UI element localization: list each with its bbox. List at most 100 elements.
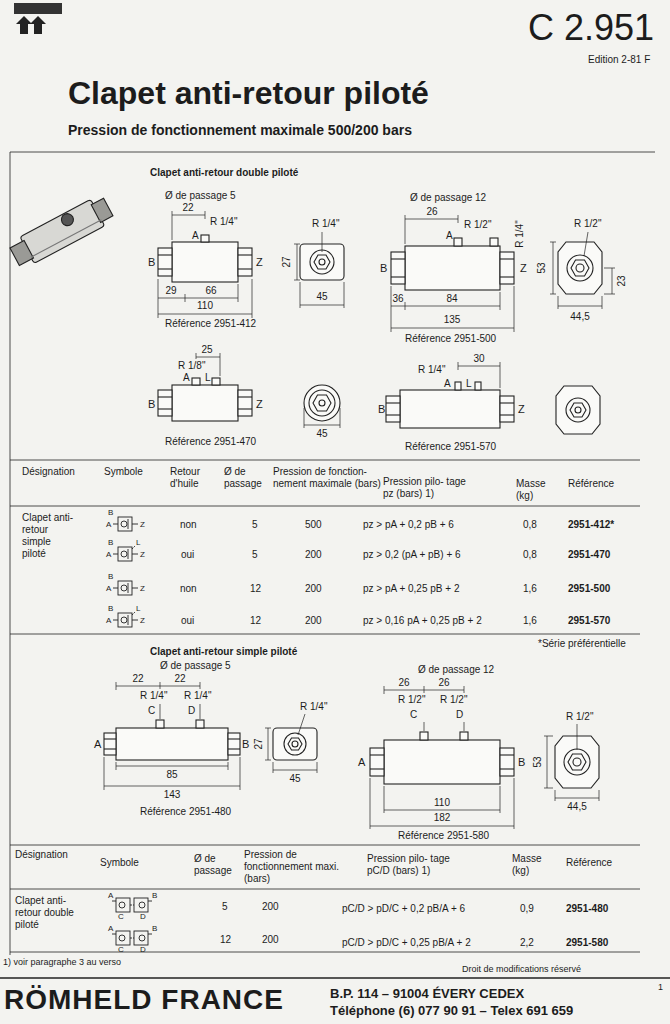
drawing-label: Référence bbox=[568, 478, 614, 490]
drawing-label: B bbox=[518, 756, 525, 769]
table-rules bbox=[10, 845, 640, 952]
drawing-label: D bbox=[188, 705, 195, 717]
drawing-label: B bbox=[380, 262, 387, 275]
drawing-label: 0,8 bbox=[523, 549, 537, 561]
drawing-label: R 1/4" bbox=[312, 218, 339, 230]
drawing-label: D bbox=[140, 912, 146, 922]
drawing-label: 5 bbox=[252, 519, 258, 531]
table-header: Ø de passage bbox=[194, 853, 236, 877]
drawing-label: L bbox=[205, 372, 211, 384]
drawing-label: 0,8 bbox=[523, 519, 537, 531]
valve-2951-500 bbox=[391, 215, 615, 332]
drawing-label: 200 bbox=[305, 615, 322, 627]
drawing-label: B bbox=[108, 604, 113, 614]
drawing-label: pz > 0,2 (pA + pB) + 6 bbox=[363, 549, 461, 561]
drawing-label: pC/D > pD/C + 0,2 pB/A + 6 bbox=[342, 903, 465, 915]
drawing-label: Référence 2951-470 bbox=[165, 436, 256, 448]
drawing-label: C bbox=[118, 912, 124, 922]
drawing-label: 44,5 bbox=[567, 801, 586, 813]
drawing-label: 84 bbox=[446, 293, 457, 305]
drawing-label: A bbox=[106, 550, 111, 560]
drawing-label: 200 bbox=[305, 583, 322, 595]
drawing-label: 22 bbox=[132, 673, 143, 685]
drawing-label: A bbox=[183, 372, 190, 384]
drawing-label: C bbox=[148, 705, 155, 717]
drawing-label: 22 bbox=[182, 202, 193, 214]
drawing-label: 2951-412* bbox=[568, 519, 614, 531]
drawing-label: 200 bbox=[305, 549, 322, 561]
drawing-label: 1,6 bbox=[523, 615, 537, 627]
valve-2951-470 bbox=[158, 353, 340, 428]
drawing-label: 26 bbox=[426, 206, 437, 218]
drawing-label: L bbox=[136, 604, 140, 614]
drawing-label: 200 bbox=[262, 901, 279, 913]
frame-line bbox=[10, 152, 655, 153]
logo-arrows bbox=[16, 16, 46, 34]
drawing-label: 12 bbox=[250, 615, 261, 627]
drawing-label: L bbox=[466, 378, 472, 390]
drawing-label: B bbox=[148, 398, 155, 411]
drawing-label: R 1/2" bbox=[464, 219, 491, 231]
drawing-label: 110 bbox=[434, 797, 450, 809]
drawing-label: 53 bbox=[532, 756, 544, 767]
drawing-label: Z bbox=[256, 398, 263, 411]
drawing-label: 26 bbox=[438, 677, 449, 689]
drawing-label: 1 bbox=[658, 982, 663, 993]
drawing-label: D bbox=[140, 945, 146, 955]
drawing-label: Clapet anti-retour double piloté bbox=[150, 167, 298, 179]
drawing-label: 66 bbox=[205, 285, 216, 297]
table-header: Pression de fonctionnement maxi. (bars) bbox=[244, 849, 344, 885]
drawing-label: Z bbox=[256, 256, 263, 269]
drawing-label: oui bbox=[181, 615, 194, 627]
drawing-label: 27 bbox=[253, 738, 265, 749]
drawing-label: B bbox=[242, 738, 249, 751]
product-illustration bbox=[8, 194, 116, 270]
drawing-label: R 1/4" bbox=[514, 220, 526, 247]
drawing-label: Clapet anti-retour simple piloté bbox=[150, 646, 297, 658]
drawing-label: 2951-580 bbox=[566, 937, 608, 949]
drawing-label: R 1/2" bbox=[398, 694, 425, 706]
drawing-label: R 1/8" bbox=[178, 360, 205, 372]
table-header: Clapet anti- retour double piloté bbox=[15, 895, 75, 931]
drawing-label: B bbox=[152, 924, 157, 934]
drawing-label: 29 bbox=[165, 285, 176, 297]
drawing-label: R 1/4" bbox=[140, 690, 167, 702]
drawing-label: oui bbox=[181, 549, 194, 561]
drawing-label: Ø de passage 5 bbox=[165, 190, 236, 202]
drawing-label: R 1/4" bbox=[418, 364, 445, 376]
drawing-label: 500 bbox=[305, 519, 322, 531]
drawing-label: 2951-570 bbox=[568, 615, 610, 627]
drawing-label: C bbox=[118, 945, 124, 955]
drawing-label: Référence 2951-480 bbox=[140, 806, 231, 818]
page-title: Clapet anti-retour piloté bbox=[68, 76, 429, 111]
drawing-label: A bbox=[94, 738, 101, 751]
drawing-label: 45 bbox=[316, 291, 327, 303]
drawing-label: R 1/4" bbox=[300, 701, 327, 713]
drawing-label: B bbox=[108, 572, 113, 582]
drawing-label: B bbox=[108, 538, 113, 548]
drawing-label: Edition 2-81 F bbox=[588, 54, 650, 66]
drawing-label: 1) voir paragraphe 3 au verso bbox=[3, 957, 121, 968]
drawing-label: A bbox=[106, 520, 111, 530]
drawing-label: R 1/4" bbox=[210, 216, 237, 228]
drawing-label: non bbox=[180, 583, 197, 595]
drawing-label: 44,5 bbox=[570, 311, 589, 323]
drawing-label: 45 bbox=[316, 428, 327, 440]
table-header: Masse (kg) bbox=[516, 478, 554, 502]
drawing-label: 2951-480 bbox=[566, 903, 608, 915]
drawing-label: B bbox=[108, 508, 113, 518]
double-check-valve-symbols bbox=[112, 898, 152, 945]
drawing-label: B bbox=[378, 403, 385, 416]
brand-name: RÖMHELD FRANCE bbox=[4, 983, 284, 1017]
drawing-label: Ø de passage 12 bbox=[418, 664, 494, 676]
drawing-label: Référence 2951-580 bbox=[398, 830, 489, 842]
drawing-label: Symbole bbox=[104, 466, 143, 478]
drawing-label: Ø de passage 12 bbox=[410, 192, 486, 204]
drawing-label: 0,9 bbox=[520, 903, 534, 915]
drawing-label: 110 bbox=[197, 300, 213, 312]
drawing-label: D bbox=[456, 709, 463, 721]
drawing-label: A bbox=[358, 756, 365, 769]
table-header: Pression pilo- tage pC/D (bars) 1) bbox=[367, 853, 467, 877]
check-valve-symbols bbox=[113, 517, 138, 627]
drawing-label: Référence 2951-570 bbox=[405, 441, 496, 453]
